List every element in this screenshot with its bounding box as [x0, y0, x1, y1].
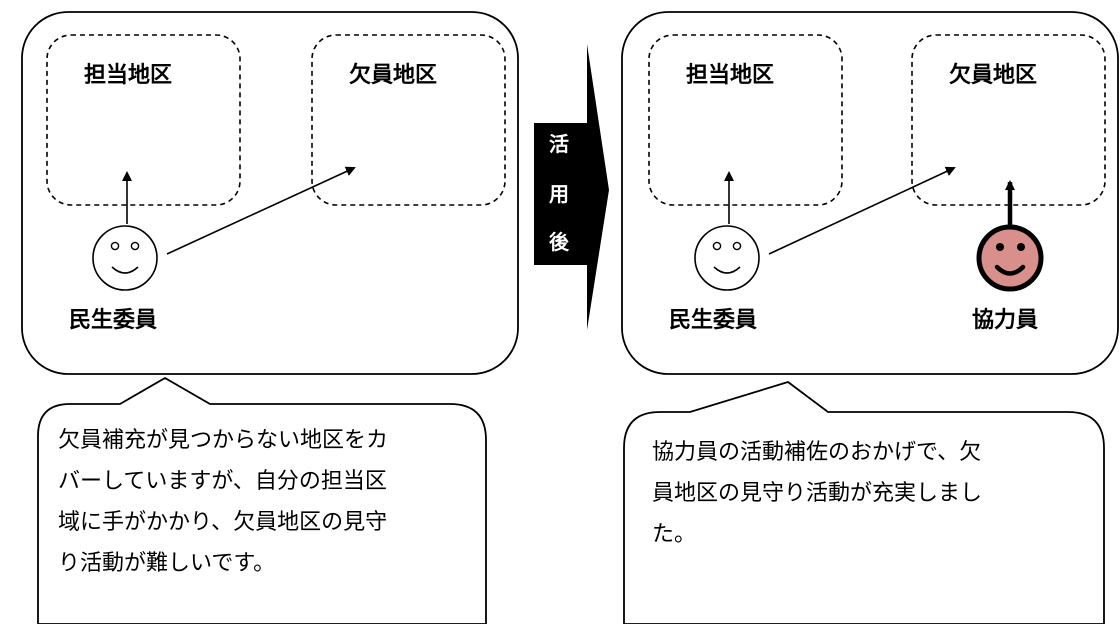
before-assigned-area — [46, 34, 241, 206]
after-comment-line-2: 員地区の見守り活動が充実しまし — [652, 481, 983, 506]
after-smiley-icon — [694, 225, 760, 291]
before-comment-line-3: 域に手がかかり、欠員地区の見守 — [58, 510, 388, 535]
before-comment-line-2: バーしていますが、自分の担当区 — [58, 469, 387, 494]
after-person-label: 民生委員 — [669, 308, 758, 333]
before-comment-line-1: 欠員補充が見つからない地区をカ — [58, 428, 389, 453]
after-comment: 協力員の活動補佐のおかげで、欠 員地区の見守り活動が充実しまし た。 — [652, 432, 982, 555]
before-comment-callout — [37, 376, 487, 624]
transition-char-2: 用 — [549, 182, 569, 206]
before-comment: 欠員補充が見つからない地区をカ バーしていますが、自分の担当区 域に手がかかり、… — [58, 420, 388, 584]
after-vacant-area-label: 欠員地区 — [949, 63, 1038, 88]
before-arrow-to-vacant — [166, 166, 356, 255]
after-arrow-to-vacant — [768, 166, 956, 255]
transition-arrow — [534, 44, 609, 330]
after-comment-line-1: 協力員の活動補佐のおかげで、欠 — [652, 440, 982, 465]
before-comment-line-4: り活動が難しいです。 — [58, 551, 276, 576]
before-person-label: 民生委員 — [69, 308, 158, 333]
before-vacant-area — [311, 34, 506, 206]
helper-smiley-icon — [976, 224, 1044, 292]
before-vacant-area-label: 欠員地区 — [349, 63, 438, 88]
transition-char-1: 活 — [549, 132, 569, 156]
after-assigned-area — [648, 34, 843, 206]
before-assigned-area-label: 担当地区 — [84, 63, 173, 88]
before-smiley-icon — [92, 225, 158, 291]
after-comment-callout — [623, 381, 1105, 624]
after-comment-line-3: た。 — [652, 522, 697, 547]
after-assigned-area-label: 担当地区 — [686, 63, 775, 88]
after-helper-label: 協力員 — [972, 308, 1039, 333]
transition-char-3: 後 — [549, 230, 569, 254]
before-panel — [21, 11, 519, 375]
